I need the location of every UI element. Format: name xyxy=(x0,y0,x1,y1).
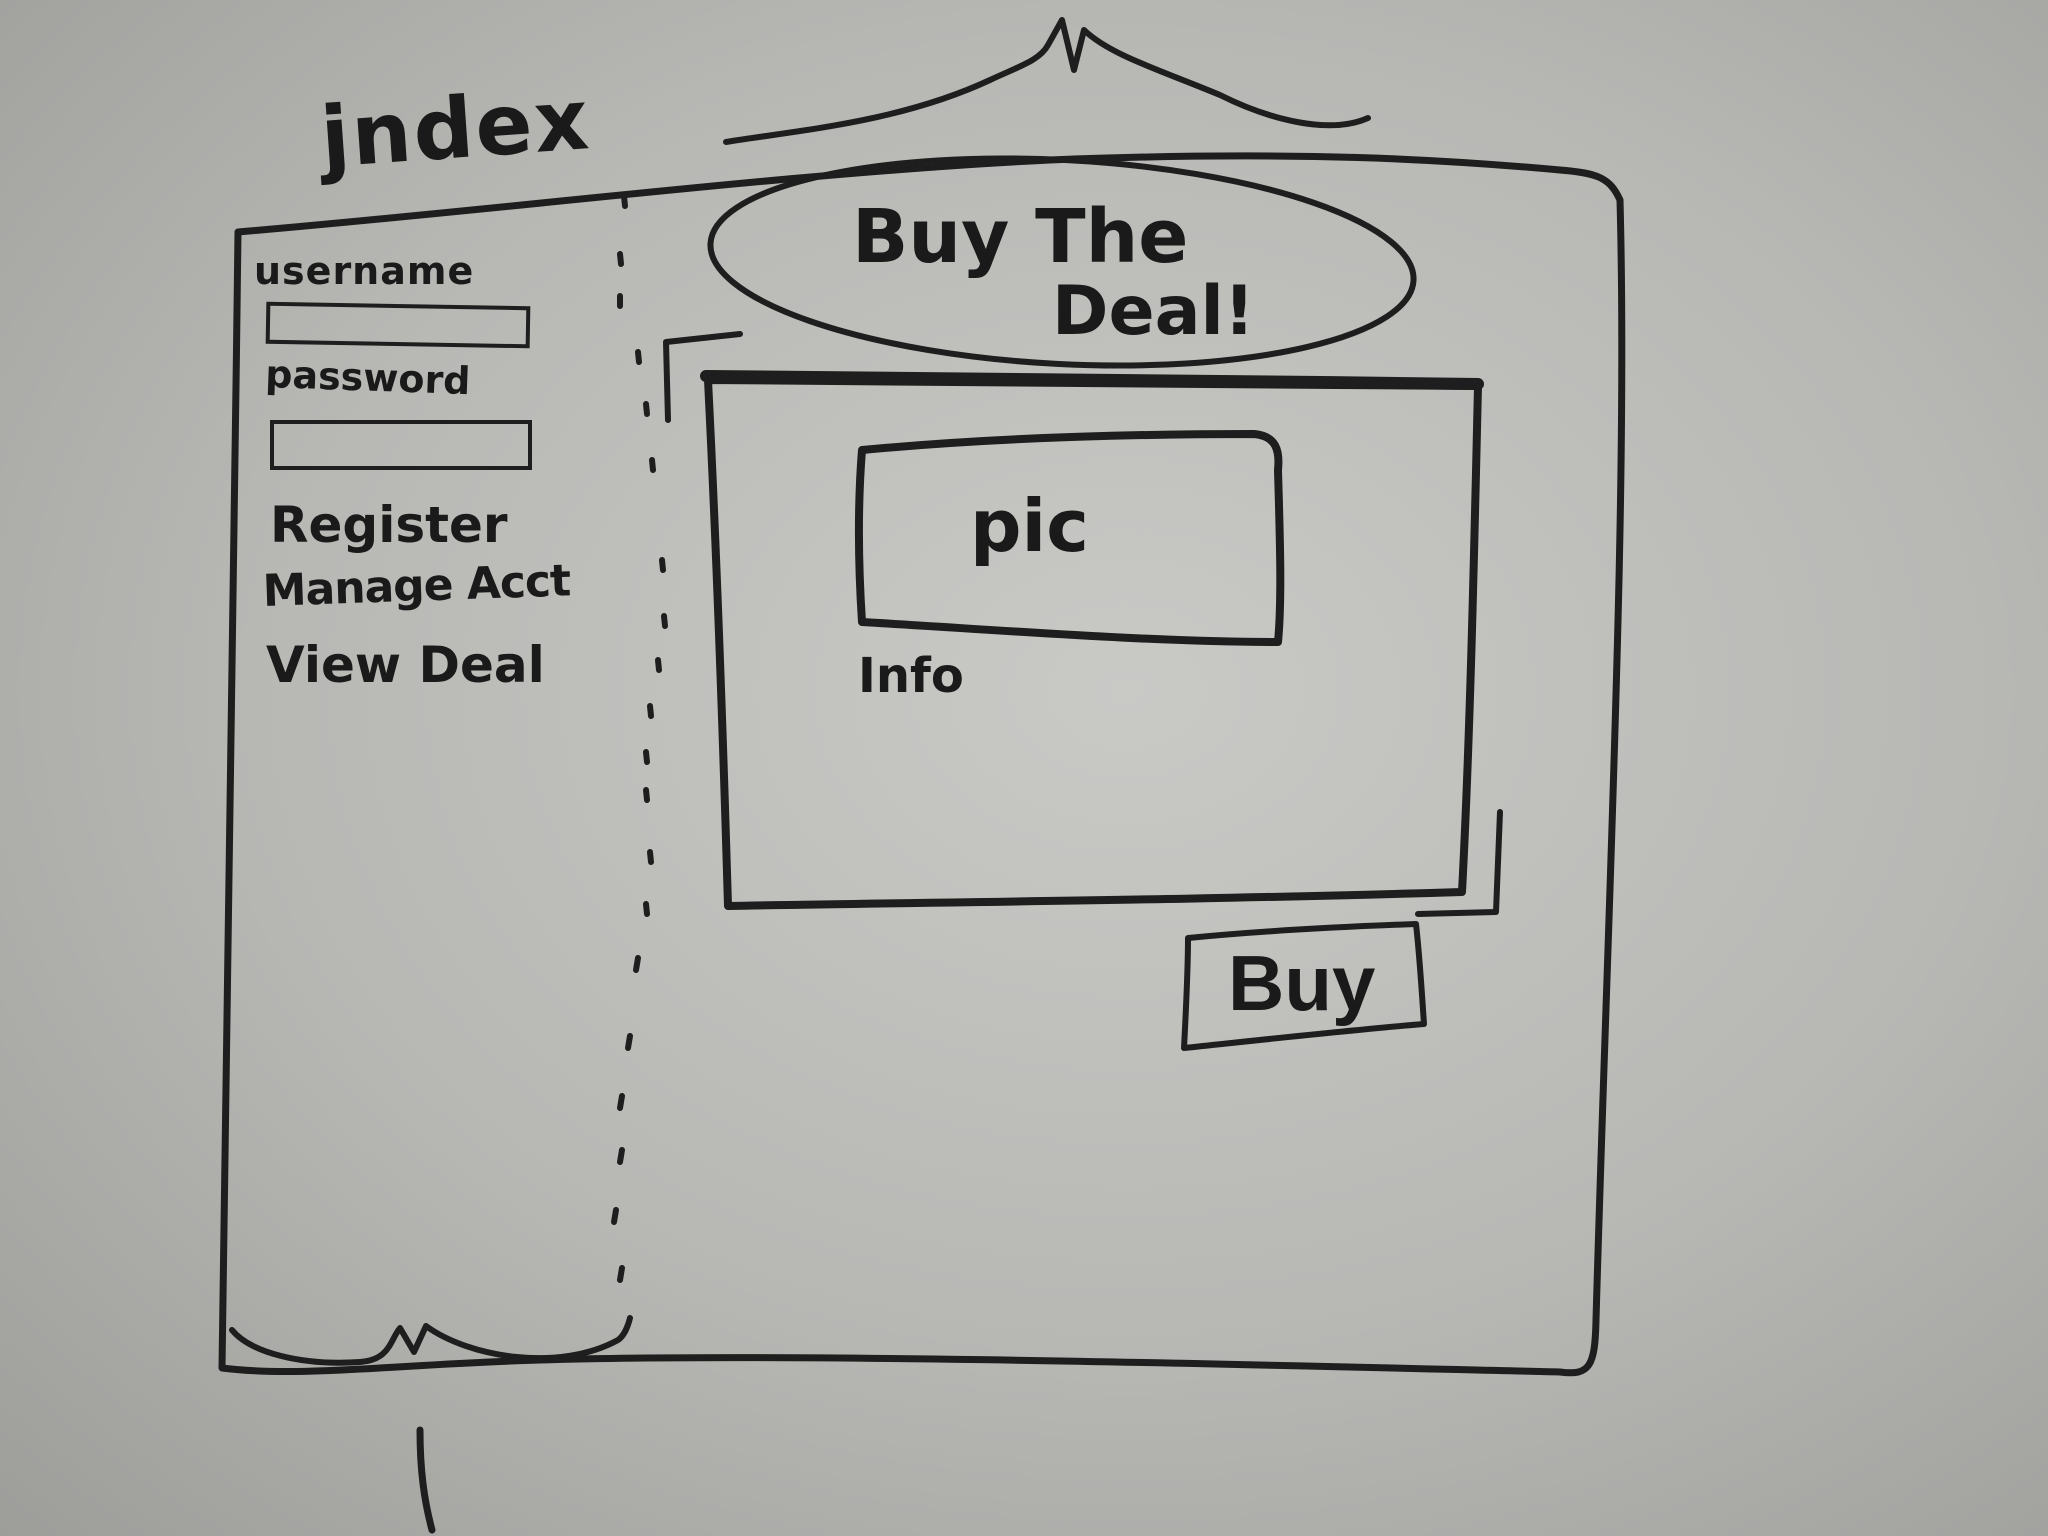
buy-button-border xyxy=(1181,921,1427,1051)
pic-box xyxy=(855,430,1285,646)
deal-card-shadow-bottom xyxy=(1415,809,1503,917)
sidebar-brace xyxy=(229,1315,633,1366)
buy-button[interactable]: Buy xyxy=(1188,930,1424,1040)
header-banner-curve xyxy=(723,17,1371,145)
sidebar-divider xyxy=(611,193,668,1283)
username-label: username xyxy=(254,249,475,293)
username-input[interactable] xyxy=(265,301,531,349)
deal-card-top-edge xyxy=(700,370,1484,390)
page-label: jndex xyxy=(317,70,594,187)
buy-button-label: Buy xyxy=(1228,939,1376,1027)
view-deal-link[interactable]: View Deal xyxy=(266,636,545,694)
register-link[interactable]: Register xyxy=(270,496,508,554)
page-frame xyxy=(218,152,1626,1377)
bottom-stub xyxy=(416,1426,436,1534)
deal-info: Info xyxy=(858,648,964,704)
deal-card-shadow-top xyxy=(663,331,743,423)
password-label: password xyxy=(264,352,472,404)
deal-picture-placeholder: pic xyxy=(970,484,1089,568)
deal-card xyxy=(704,376,1482,910)
page-title-line-2: Deal! xyxy=(1052,272,1255,351)
password-input[interactable] xyxy=(270,420,532,470)
page-title-line-1: Buy The xyxy=(852,194,1189,280)
manage-account-link[interactable]: Manage Acct xyxy=(261,555,571,617)
title-bubble xyxy=(707,155,1417,369)
